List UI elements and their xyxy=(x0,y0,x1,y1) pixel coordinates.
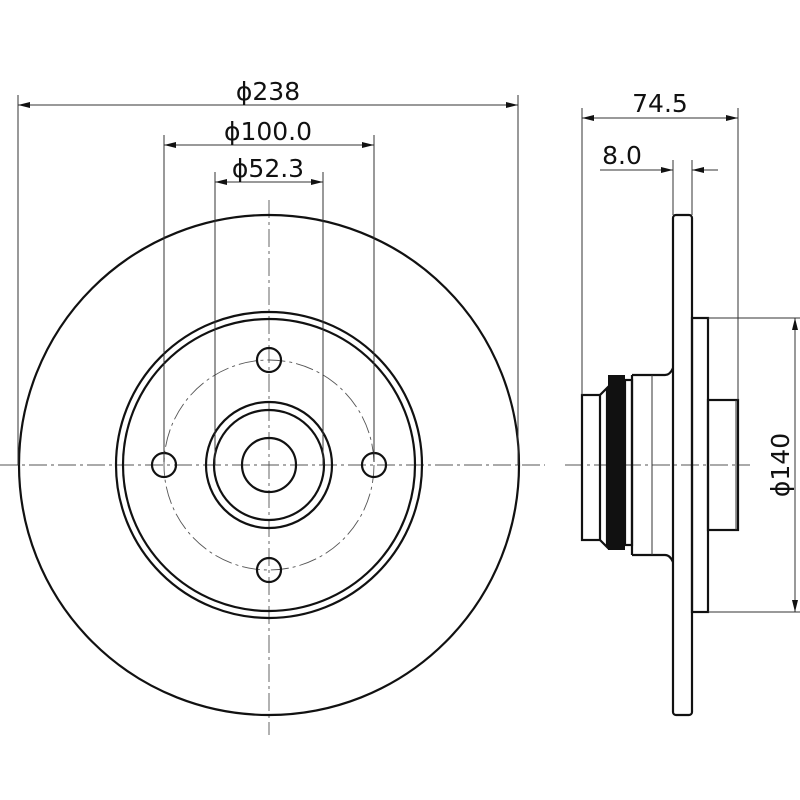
hat-outer-edge xyxy=(121,317,417,613)
friction-ring-inner-edge xyxy=(114,310,424,620)
hub-outer xyxy=(204,400,334,530)
hub-inner xyxy=(212,408,326,522)
bolt-hole xyxy=(255,556,283,584)
outer-diameter-label: ϕ238 xyxy=(236,77,300,106)
front-view: ϕ238 ϕ100.0 ϕ52.3 xyxy=(0,77,545,735)
side-view: 74.5 8.0 ϕ140 xyxy=(565,89,800,717)
hub-body xyxy=(630,367,675,563)
disc-thickness-label: 8.0 xyxy=(602,141,642,170)
bolt-hole xyxy=(255,346,283,374)
center-bore xyxy=(240,436,298,494)
overall-height-label: 74.5 xyxy=(632,89,688,118)
disc-outer-edge xyxy=(17,213,521,717)
center-bore-label: ϕ52.3 xyxy=(232,154,304,183)
bolt-circle xyxy=(163,359,375,571)
seal-ring xyxy=(608,375,625,550)
hub-chamfer xyxy=(599,385,609,550)
bearing-hub-end xyxy=(580,393,602,542)
flange-diameter-label: ϕ140 xyxy=(766,433,795,497)
hub-spigot xyxy=(706,398,740,532)
bolt-circle-label: ϕ100.0 xyxy=(224,117,312,146)
